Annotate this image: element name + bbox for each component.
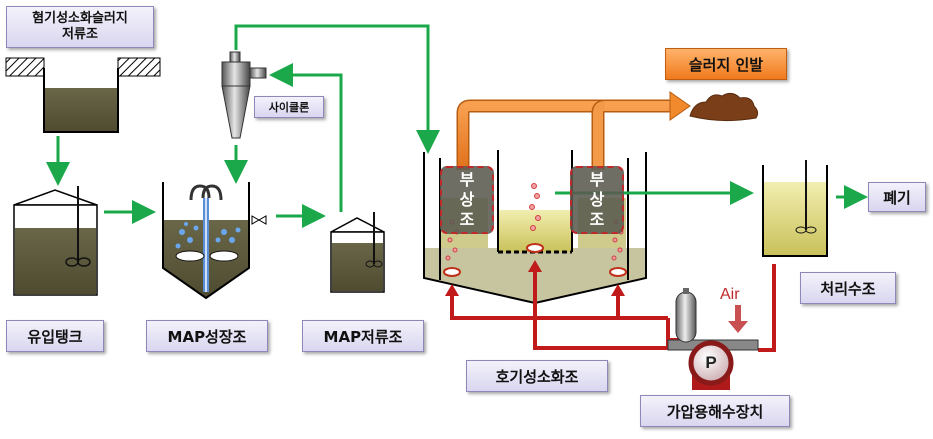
map-storage-label: MAP저류조 bbox=[302, 320, 424, 352]
sludge-storage-label: 혐기성소화슬러지 저류조 bbox=[6, 6, 154, 48]
sludge-storage-tank bbox=[5, 57, 161, 133]
dissolved-air-unit bbox=[667, 288, 759, 390]
sludge-out-label: 슬러지 인발 bbox=[665, 48, 787, 80]
flotation-right-char-1: 부 bbox=[589, 170, 605, 189]
sludge-pile-icon bbox=[689, 92, 759, 122]
discharge-label: 폐기 bbox=[868, 182, 926, 212]
treated-water-label: 처리수조 bbox=[800, 272, 896, 304]
flotation-tank-left: 부 상 조 bbox=[440, 166, 494, 234]
red-recycle-lines bbox=[450, 264, 776, 352]
cyclone-label: 사이클론 bbox=[254, 96, 324, 118]
flotation-right-char-3: 조 bbox=[589, 210, 605, 229]
air-label: Air bbox=[720, 286, 740, 303]
flotation-left-char-2: 상 bbox=[459, 190, 475, 209]
map-growth-reactor bbox=[162, 182, 267, 300]
flotation-right-char-2: 상 bbox=[589, 190, 605, 209]
dissolved-air-label: 가압용해수장치 bbox=[640, 395, 790, 427]
treated-water-tank bbox=[762, 160, 828, 257]
flotation-tank-right: 부 상 조 bbox=[570, 166, 624, 234]
red-arrowheads bbox=[445, 260, 625, 296]
cyclone bbox=[221, 51, 267, 139]
influent-tank bbox=[13, 186, 98, 296]
flotation-left-char-3: 조 bbox=[459, 210, 475, 229]
sludge-outlet-pipes bbox=[456, 91, 691, 170]
influent-tank-label: 유입탱크 bbox=[6, 320, 104, 352]
flotation-left-char-1: 부 bbox=[459, 170, 475, 189]
pump-symbol: P bbox=[705, 353, 717, 372]
aerobic-digester-label: 호기성소화조 bbox=[466, 360, 608, 392]
map-storage-tank bbox=[330, 212, 385, 293]
map-growth-label: MAP성장조 bbox=[146, 320, 268, 352]
